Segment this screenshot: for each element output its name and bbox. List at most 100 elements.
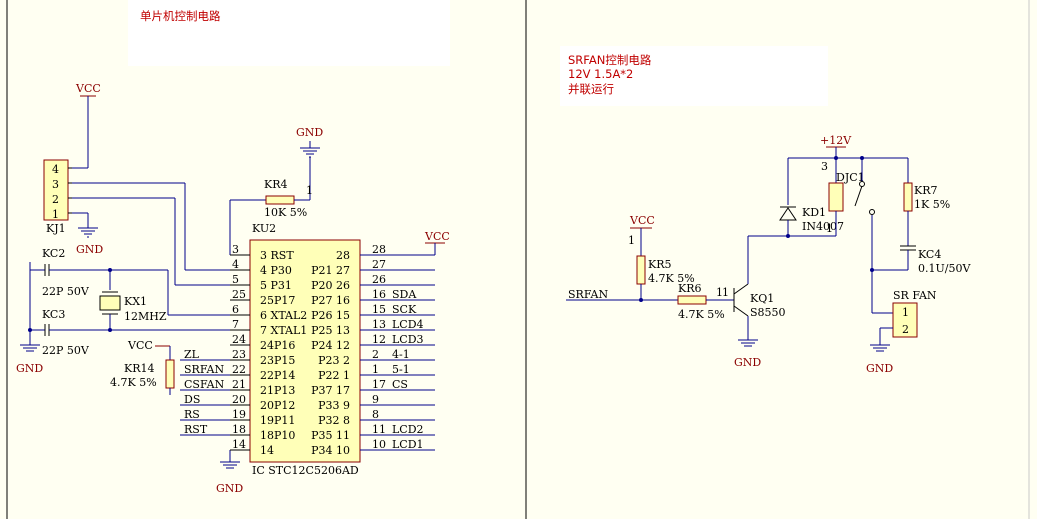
ku2-left-pin-number: 4 [232, 258, 239, 271]
kx1-ref: KX1 [124, 295, 147, 308]
ku2-right-pin-number: 28 [372, 243, 386, 256]
kr4-pin: 1 [306, 184, 313, 197]
kr5-pin: 1 [628, 234, 635, 247]
ku2-right-pin-name: 28 [336, 249, 350, 262]
fan-title-note: SRFAN控制电路 [568, 53, 652, 67]
ku2-left-pin-number: 24 [232, 333, 246, 346]
ku2-left-pin-number: 23 [232, 348, 246, 361]
ku2-left-pin-number: 19 [232, 408, 246, 421]
ku2-left-net-label: DS [184, 393, 200, 406]
kr5-ref: KR5 [648, 258, 672, 271]
ku2-left-net-label: ZL [184, 348, 200, 361]
kj1-gnd-label: GND [76, 243, 103, 256]
kd1-value: IN4007 [802, 220, 844, 233]
ku2-left-pin-number: 21 [232, 378, 246, 391]
ku2-left-net-label: RST [184, 423, 208, 436]
fan-gnd-label: GND [866, 362, 893, 375]
kc4-value: 0.1U/50V [918, 262, 971, 275]
kr5-vcc-label: VCC [629, 214, 655, 227]
ku2-right-net-label: LCD4 [392, 318, 424, 331]
kr7-value: 1K 5% [914, 198, 950, 211]
srfan-net-label: SRFAN [568, 288, 608, 301]
ku2-right-pin-number: 13 [372, 318, 386, 331]
ku2-left-net-label: SRFAN [184, 363, 224, 376]
ku2-ref: KU2 [252, 222, 276, 235]
djc1-pin-3: 3 [821, 160, 828, 173]
ku2-left-net-label: RS [184, 408, 200, 421]
ku2-left-pin-number: 25 [232, 288, 246, 301]
ku2-right-pin-name: P27 16 [311, 294, 350, 307]
fan-mode-note: 并联运行 [568, 82, 614, 96]
kj1-pin-2: 2 [52, 193, 59, 206]
ku2-right-pin-number: 12 [372, 333, 386, 346]
p12v-label: +12V [820, 134, 852, 147]
ku2-right-pin-number: 16 [372, 288, 386, 301]
kr4-ref: KR4 [264, 178, 288, 191]
ku2-right-net-label: SCK [392, 303, 417, 316]
ku2-right-pin-number: 17 [372, 378, 386, 391]
ku2-left-pin-number: 6 [232, 303, 239, 316]
ku2-right-pin-name: P33 9 [318, 399, 350, 412]
kq1-pin-1: 1 [722, 286, 729, 299]
ku2-left-pin-number: 20 [232, 393, 246, 406]
srfan-conn-pin-2: 2 [902, 323, 909, 336]
djc1-pin-1: 1 [826, 222, 833, 235]
kr6-pin: 1 [716, 286, 723, 299]
kr14-ref: KR14 [124, 362, 155, 375]
kx1-crystal [99, 295, 121, 311]
ku2-left-pin-number: 7 [232, 318, 239, 331]
kd1-ref: KD1 [802, 206, 826, 219]
ku2-right-pin-number: 8 [372, 408, 379, 421]
ku2-right-pin-name: P34 10 [311, 444, 350, 457]
djc1-ref: DJC1 [836, 171, 865, 184]
kj1-pin-1: 1 [52, 208, 59, 221]
ku2-left-pin-number: 3 [232, 243, 239, 256]
kc2-ref: KC2 [42, 247, 65, 260]
ku2-right-net-label: LCD2 [392, 423, 424, 436]
kc2-value: 22P 50V [42, 285, 90, 298]
ku2-left-net-label: CSFAN [184, 378, 225, 391]
ku2-gnd-label: GND [216, 482, 243, 495]
ku2-right-pin-name: P37 17 [311, 384, 350, 397]
ku2-right-pin-name: P22 1 [318, 369, 350, 382]
kr6-resistor [677, 295, 707, 305]
ku2-right-pin-number: 15 [372, 303, 386, 316]
kc-gnd-label: GND [16, 362, 43, 375]
ku2-right-pin-name: P21 27 [311, 264, 350, 277]
ku2-left-pin-name: 24P16 [260, 339, 295, 352]
kj1-ref: KJ1 [46, 222, 66, 235]
ku2-left-pin-name: 3 RST [260, 249, 294, 262]
ku2-left-pin-number: 22 [232, 363, 246, 376]
ku2-right-pin-name: P25 13 [311, 324, 350, 337]
ku2-left-pin-name: 19P11 [260, 414, 295, 427]
kr5-resistor [636, 255, 646, 285]
srfan-conn-ref: SR FAN [893, 289, 937, 302]
ku2-right-net-label: 5-1 [392, 363, 410, 376]
djc1-relay-coil [828, 182, 844, 212]
fan-note-box [560, 46, 828, 106]
ku2-left-pin-name: 23P15 [260, 354, 295, 367]
ku2-part: IC STC12C5206AD [252, 464, 359, 477]
ku2-left-pin-name: 25P17 [260, 294, 295, 307]
ku2-right-pin-number: 27 [372, 258, 386, 271]
ku2-right-net-label: SDA [392, 288, 417, 301]
kj1-pin-4: 4 [52, 163, 59, 176]
ku2-left-pin-name: 21P13 [260, 384, 295, 397]
ku2-left-pin-name: 7 XTAL1 [260, 324, 307, 337]
ku2-right-pin-name: P20 26 [311, 279, 350, 292]
kj1-pin-3: 3 [52, 178, 59, 191]
ku2-left-pin-number: 5 [232, 273, 239, 286]
ku2-left-pin-name: 14 [260, 444, 274, 457]
ku2-right-pin-number: 1 [372, 363, 379, 376]
kd1-diode [779, 207, 797, 221]
ku2-chip-body [249, 239, 361, 463]
kj1-connector [43, 159, 69, 221]
kc3-value: 22P 50V [42, 344, 90, 357]
kx1-value: 12MHZ [124, 310, 167, 323]
ku2-left-pin-name: 22P14 [260, 369, 295, 382]
kr6-ref: KR6 [678, 282, 702, 295]
kq1-value: S8550 [750, 306, 786, 319]
ku2-right-pin-number: 10 [372, 438, 386, 451]
vcc-label-top: VCC [75, 82, 101, 95]
